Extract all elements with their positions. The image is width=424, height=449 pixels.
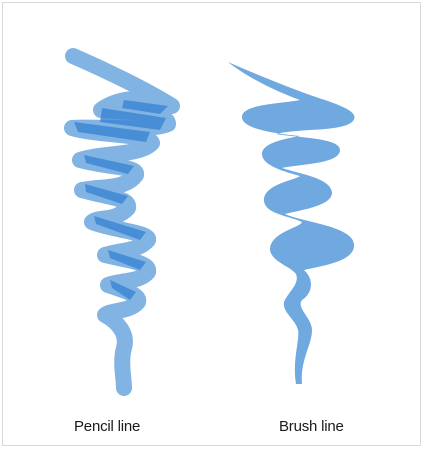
pencil-line-caption: Pencil line — [74, 418, 140, 435]
brush-line-stroke — [228, 62, 354, 384]
brush-line-caption: Brush line — [279, 418, 344, 435]
